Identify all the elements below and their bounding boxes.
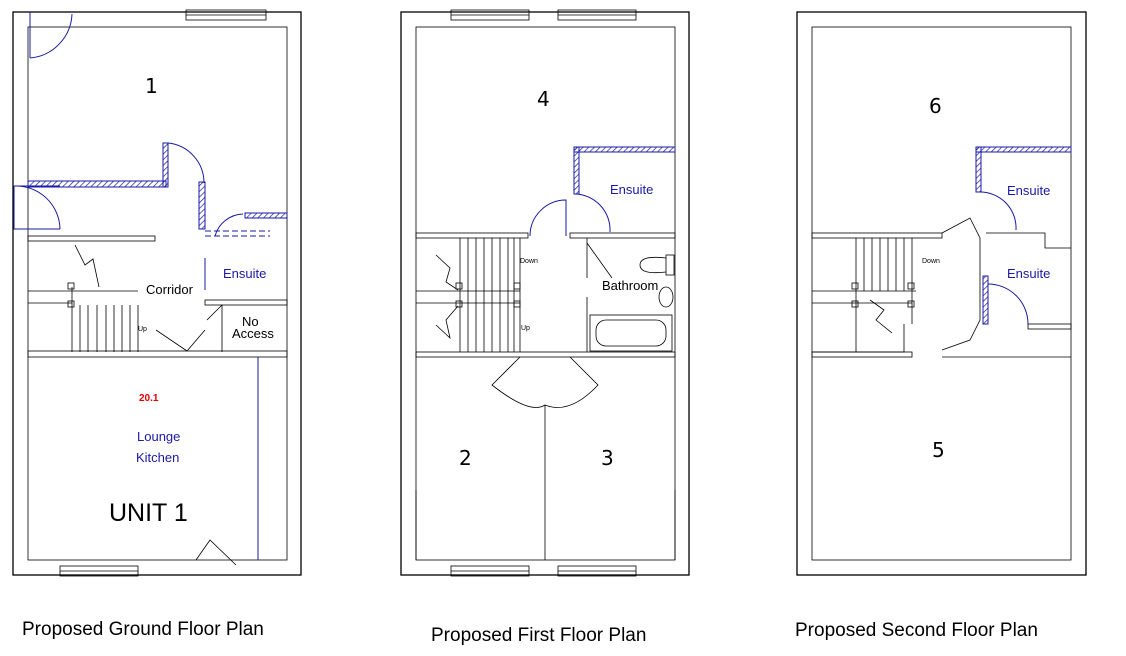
first-ensuite-label: Ensuite [610,182,653,197]
stair-top-wall [27,235,156,242]
ground-floor-plan: 1 Corridor Ensuite No Access Up 20.1 Lou… [12,9,302,640]
ground-room-1-label: 1 [145,74,158,98]
room4-door-swing [529,199,567,237]
ground-ensuite-sliding-door [205,230,270,237]
room1-partition-return [162,142,169,188]
corridor-label: Corridor [146,282,194,297]
first-bottom-windows [450,565,637,577]
second-cross-wall [811,351,913,358]
first-ensuite-door-swing [573,193,611,233]
ground-inner-wall [27,26,288,561]
second-ensuite-upper-label: Ensuite [1007,183,1050,198]
no-access-label-line2: Access [232,326,274,341]
first-stairs-down-label: Down [520,258,538,265]
room1-door-swing [29,12,73,59]
second-ensuite-upper-top-wall [975,146,1072,153]
second-room-5-label: 5 [932,438,945,462]
kitchen-label: Kitchen [136,450,179,465]
ground-ensuite-top-wall [244,212,288,219]
first-floor-title: Proposed First Floor Plan [431,625,646,646]
first-top-windows [450,9,637,21]
room6-bottom-wall [811,232,943,239]
first-stairs-up-label: Up [521,325,530,332]
second-outer-wall [796,11,1087,576]
second-ensuite-lower-label: Ensuite [1007,266,1050,281]
second-landing-walls [941,217,981,351]
ground-stairs [28,244,139,352]
corridor-door-swing [167,142,205,184]
first-cross-wall [415,351,676,358]
second-ensuite-lower-left-wall [982,275,989,325]
first-inner-wall [415,26,676,561]
second-ensuite-lower-door-swing [987,283,1029,325]
bathroom-label: Bathroom [602,278,658,293]
first-room-3-label: 3 [601,446,614,470]
ground-floor-title: Proposed Ground Floor Plan [22,619,264,640]
ground-ensuite-door-swing [214,213,244,237]
second-stairs-down-label: Down [922,258,940,265]
first-stairs [416,238,521,352]
corridor-wall-hatch [198,181,206,230]
second-stairs [812,238,916,353]
first-ensuite-left-wall [573,146,580,195]
side-door-swing [13,185,61,230]
second-floor-title: Proposed Second Floor Plan [795,620,1038,641]
first-room-4-label: 4 [537,87,550,111]
ground-stairs-up-label: Up [138,326,147,333]
ground-cross-wall [27,350,288,358]
first-room-2-label: 2 [459,446,472,470]
second-ensuite-lower-bottom-wall [1027,323,1072,330]
second-room-6-label: 6 [929,94,942,118]
second-inner-wall [811,26,1072,561]
front-door [195,539,237,566]
bathroom-top-wall [569,232,676,239]
no-access-wall [206,304,223,352]
second-floor-plan: 6 Ensuite Ensuite Down 5 Proposed Second… [795,11,1087,641]
lounge-label: Lounge [137,429,180,444]
ground-top-window [185,9,267,21]
second-ensuite-lower-top-wall [986,232,1071,249]
bathroom-fixtures [586,238,675,352]
unit-label: UNIT 1 [109,499,188,527]
first-outer-wall [400,11,690,576]
second-ensuite-upper-left-wall [975,146,982,193]
room4-bottom-wall [415,232,529,239]
first-ensuite-top-wall [573,146,676,153]
corridor-doors [155,329,206,352]
ground-outer-wall [12,11,302,576]
ground-ensuite-label: Ensuite [223,266,266,281]
ground-bottom-window [59,565,139,577]
area-label: 20.1 [139,393,159,404]
ground-ensuite-bottom-wall [204,299,288,306]
no-access-label-line1: No [242,314,259,329]
first-landing-doors [491,356,599,408]
first-floor-plan: 4 Ensuite Bathroom Down Up 2 3 Proposed … [400,9,690,646]
second-ensuite-upper-door-swing [979,191,1017,231]
